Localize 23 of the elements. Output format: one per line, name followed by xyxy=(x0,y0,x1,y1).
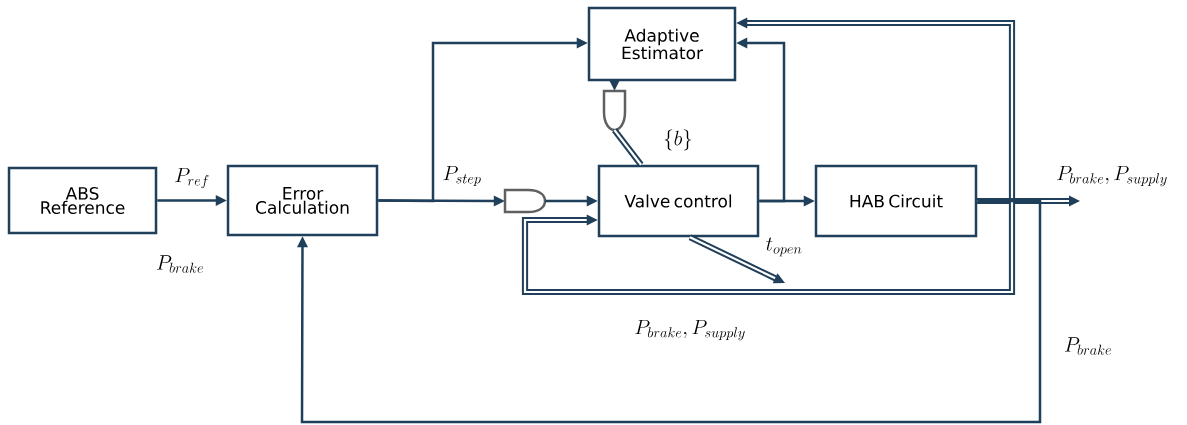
block-box: Adaptive Estimator xyxy=(587,6,737,82)
arrow xyxy=(297,199,1042,424)
edge-label: $P_{step}$ xyxy=(441,164,483,188)
arrow xyxy=(378,37,588,203)
edge-label: $P_{brake} , P_{supply}$ xyxy=(633,318,747,342)
gate-symbol xyxy=(503,188,547,214)
edge-label: $P_{ref}$ xyxy=(173,166,211,190)
arrow xyxy=(545,195,598,207)
arrow xyxy=(609,79,620,91)
edge-label: $P_{brake} , P_{supply}$ xyxy=(1055,164,1169,188)
block-box: Error Calculation xyxy=(226,164,379,237)
gate-symbol xyxy=(602,89,627,132)
block-box: HAB Circuit xyxy=(814,164,978,238)
edge-label: $t_{open}$ xyxy=(764,236,804,258)
arrow xyxy=(688,234,785,284)
block-box: Valve control xyxy=(597,164,760,238)
edge-label: $P_{brake}$ xyxy=(1062,336,1114,356)
signal-label: $P_{brake}$ xyxy=(156,255,203,273)
arrow xyxy=(521,197,1016,296)
arrow xyxy=(736,37,786,203)
arrow xyxy=(157,195,227,206)
edge-label: $\{b\}$ xyxy=(662,128,694,152)
block-box: ABS Reference xyxy=(7,166,158,235)
